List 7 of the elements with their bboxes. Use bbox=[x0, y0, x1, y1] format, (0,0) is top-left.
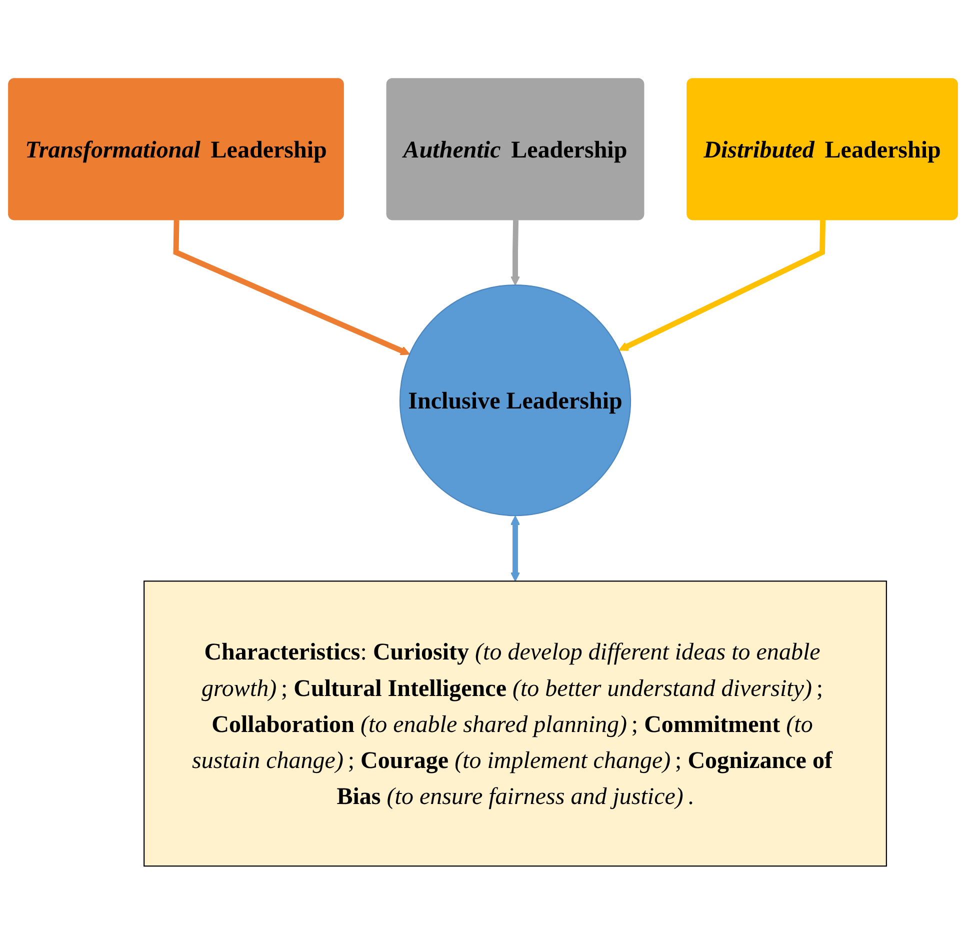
node-box bbox=[144, 580, 887, 867]
arrow bbox=[618, 220, 826, 351]
diagram-drawing: Transformational Leadership Authentic Leadership Distributed Leadership Inclusive Leadership Characteristics: Curiosity (to develop different ideas to enable growth); Cultural Intelligence (to better understand diversity); Collaboration (to enable shared planning); Commitment (to sustain change); Courage (to implement change); Cognizance of Bias (to ensure fairness and justice). bbox=[0, 70, 966, 875]
arrow bbox=[510, 516, 520, 582]
arrow bbox=[510, 220, 520, 286]
arrow bbox=[173, 220, 410, 356]
node-circle bbox=[399, 284, 632, 516]
